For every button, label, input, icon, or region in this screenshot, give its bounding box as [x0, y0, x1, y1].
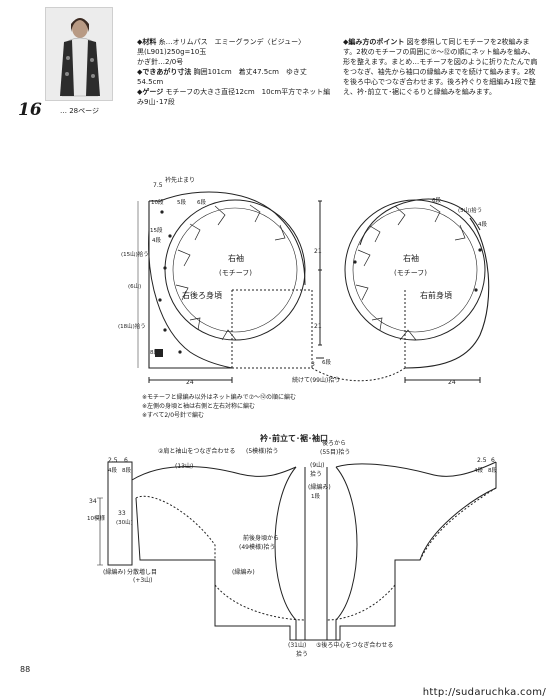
- right-motif-label: (モチーフ): [394, 269, 427, 277]
- f-49model: (49模様)拾う: [239, 543, 275, 551]
- b-5model: (5模様)拾う: [246, 447, 279, 455]
- dim-7-5: 7.5: [153, 182, 163, 189]
- materials-section: ◆材料 糸…オリムパス エミーグランデ〈ビジュー〉 黒(L901)250g=10…: [137, 37, 332, 107]
- b-55dan: (55目)拾う: [320, 448, 350, 456]
- note-3: ※すべて2/0号針で編む: [142, 412, 205, 419]
- dim-5-dan: 5段: [177, 198, 186, 206]
- assembly-title: 衿･前立て･裾･袖口: [260, 433, 328, 443]
- left-15san: (15山)拾う: [121, 250, 149, 258]
- materials-color: 黒(L901)250g=10玉: [137, 48, 207, 56]
- note-2: ※左側の身頃と袖は右側と左右対称に編む: [142, 403, 256, 410]
- size-label: ◆できあがり寸法: [137, 68, 192, 76]
- hook-size: かぎ針…2/0号: [137, 58, 184, 66]
- d-6: 6: [124, 457, 128, 464]
- left-back-label: 右後ろ身頃: [182, 290, 222, 300]
- bottom-pickup: 続けて(99山)拾う: [292, 376, 340, 384]
- watermark: http://sudaruchka.com/: [422, 687, 546, 698]
- front-back-from: 前後身頃から: [243, 534, 279, 542]
- method-section: ◆編み方のポイント 図を参照して同じモチーフを2枚編みます。2枚のモチーフの周囲…: [343, 37, 538, 97]
- model-photo: [45, 7, 113, 101]
- materials-text: 糸…オリムパス エミーグランデ〈ビジュー〉: [158, 38, 306, 46]
- width-24-left: 24: [186, 379, 194, 386]
- width-24-right: 24: [448, 379, 456, 386]
- shoulder-join-label: ②肩と袖山をつなぎ合わせる: [158, 447, 235, 455]
- d-33: 33: [118, 510, 126, 517]
- right-4dan: 4段: [474, 466, 483, 474]
- left-sleeve-label: 右袖: [228, 253, 244, 263]
- b-9san: (9山): [310, 461, 325, 469]
- left-8-dan: 8段: [150, 348, 159, 356]
- right-sleeve-label: 右袖: [403, 253, 419, 263]
- woman-figure-icon: [46, 8, 112, 100]
- right-4-dan: 4段: [478, 220, 487, 228]
- right-6: 6: [491, 457, 495, 464]
- materials-label: ◆材料: [137, 38, 157, 46]
- diagram-notes: ※モチーフと縁編み以外はネット編みで⑦～⑫の順に編む ※左側の身頃と袖は右側と左…: [142, 393, 296, 420]
- right-piece: [311, 198, 490, 382]
- pattern-number: 16: [18, 100, 42, 120]
- dim-21-b: 21: [314, 323, 322, 330]
- dim-3: 3: [311, 361, 315, 368]
- border-c: (縁編み): [308, 483, 331, 491]
- dim-21-a: 21: [314, 248, 322, 255]
- d-30san: (30山): [116, 518, 133, 526]
- gauge-label: ◆ゲージ: [137, 88, 164, 96]
- size-text: 胸囲101cm 着丈47.5cm ゆき丈54.5cm: [137, 68, 307, 86]
- d-2-5: 2.5: [108, 457, 118, 464]
- method-label: ◆編み方のポイント: [343, 38, 405, 46]
- dim-10-dan: 10段: [151, 198, 164, 206]
- left-18san: (18山)拾う: [118, 322, 146, 330]
- d-10model: 10模様: [87, 514, 105, 522]
- left-piece: [148, 191, 313, 369]
- gauge-text: モチーフの大きさ直径12cm 10cm平方でネット編み9山･17段: [137, 88, 331, 106]
- back-center-join: ⑤後ろ中心をつなぎ合わせる: [316, 641, 393, 649]
- border-a: (縁編み): [103, 568, 126, 576]
- b-back-from: 後ろから: [322, 439, 346, 447]
- dim-15-dan: 15段: [150, 226, 163, 234]
- method-text: 図を参照して同じモチーフを2枚編みます。2枚のモチーフの周囲に⑦～⑫の順にネット…: [343, 38, 538, 96]
- increase-b-label: (+3山): [133, 576, 153, 584]
- increase-label: 分散増し目: [127, 568, 157, 576]
- left-motif-label: (モチーフ): [219, 269, 252, 277]
- d-1dan: 1段: [311, 492, 320, 500]
- page-number: 88: [20, 665, 31, 674]
- d-8dan: 8段: [122, 466, 131, 474]
- dim-6-dan-b: 6段: [322, 358, 331, 366]
- page-reference: … 28ページ: [60, 107, 99, 115]
- right-6-dan: 6段: [432, 196, 441, 204]
- right-2-5: 2.5: [477, 457, 487, 464]
- d-34: 34: [89, 498, 97, 505]
- border-b: (縁編み): [232, 568, 255, 576]
- b-13san: (13山): [175, 462, 193, 470]
- d-4dan: 4段: [108, 466, 117, 474]
- left-6san: (6山): [128, 282, 141, 290]
- bottom-pickup-31: 拾う: [296, 650, 308, 658]
- dim-6-dan: 6段: [197, 198, 206, 206]
- bottom-31san: (31山): [288, 641, 306, 649]
- dim-4-dan: 4段: [152, 236, 161, 244]
- right-8dan: 8段: [488, 466, 497, 474]
- right-5san: (5山)拾う: [458, 206, 482, 214]
- note-1: ※モチーフと縁編み以外はネット編みで⑦～⑫の順に編む: [142, 394, 297, 401]
- b-pickup: 拾う: [310, 470, 322, 478]
- rib-end-label: 衿先止まり: [165, 176, 195, 184]
- right-front-label: 右前身頃: [420, 290, 452, 300]
